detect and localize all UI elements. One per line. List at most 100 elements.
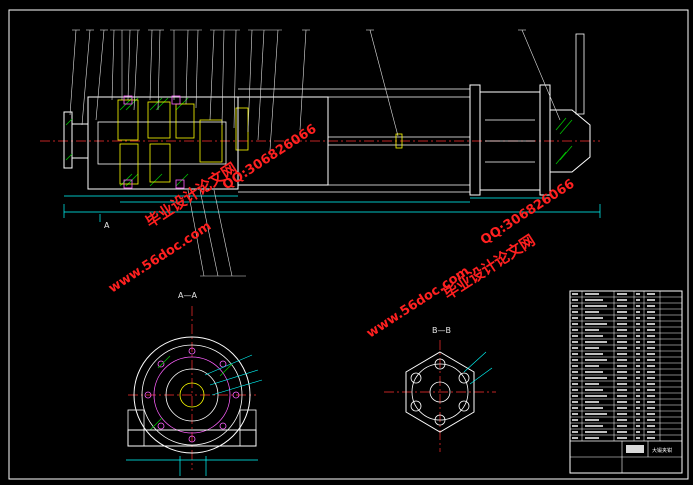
parts-list-text-mark (647, 341, 655, 343)
parts-list-text-mark (636, 419, 640, 421)
view-a-marker: A (104, 221, 110, 230)
parts-list-text-mark (636, 353, 640, 355)
parts-list-text-mark (572, 413, 578, 415)
parts-list-text-mark (636, 311, 640, 313)
parts-list-text-mark (647, 371, 655, 373)
parts-list-text-mark (647, 377, 655, 379)
parts-list-text-mark (636, 347, 640, 349)
parts-list-text-mark (636, 341, 640, 343)
parts-list-text-mark (617, 383, 627, 385)
parts-list-text-mark (617, 395, 627, 397)
parts-list-text-mark (617, 413, 627, 415)
parts-list-text-mark (636, 401, 640, 403)
parts-list-columns (581, 291, 661, 441)
parts-list-text-mark (572, 419, 578, 421)
parts-list-text-mark (636, 323, 640, 325)
parts-list-text-mark (647, 401, 655, 403)
parts-list-text-mark (647, 299, 655, 301)
lower-leaders (187, 189, 246, 277)
parts-list-text-mark (636, 335, 640, 337)
parts-list-text-mark (636, 359, 640, 361)
clamp-jaw-hatch (555, 117, 573, 165)
main-view: A (40, 29, 601, 277)
bolt-marks (123, 95, 185, 189)
parts-list-text-mark (636, 413, 640, 415)
parts-list-text-mark (636, 431, 640, 433)
parts-list-text-mark (647, 431, 655, 433)
dimension-lines (63, 195, 601, 218)
section-bb-label: B—B (432, 326, 451, 335)
parts-list-text-mark (647, 383, 655, 385)
parts-list-text-mark (585, 413, 607, 415)
parts-list-text-mark (617, 377, 627, 379)
parts-list-text-mark (585, 347, 599, 349)
parts-list-text-mark (617, 359, 627, 361)
parts-list-text-mark (647, 437, 655, 439)
aa-bolt-holes (144, 347, 240, 443)
parts-list-text-mark (647, 311, 655, 313)
parts-list-text-mark (617, 311, 627, 313)
parts-list-text-mark (572, 317, 578, 319)
parts-list-text-mark (572, 329, 578, 331)
parts-list-text-mark (617, 293, 627, 295)
bb-leaders (463, 351, 493, 385)
section-aa-view: A—A (126, 291, 263, 476)
watermark-url-1: www.56doc.com (106, 219, 214, 297)
parts-list-text-mark (636, 371, 640, 373)
parts-list-text-mark (585, 341, 607, 343)
parts-list-text-mark (647, 323, 655, 325)
parts-list-text-mark (572, 335, 578, 337)
title-block: 大锻夹钳 (569, 290, 683, 474)
parts-list-text-mark (572, 341, 578, 343)
parts-list-text-mark (572, 425, 578, 427)
parts-list-text-mark (636, 329, 640, 331)
parts-list-text-mark (585, 383, 599, 385)
watermark-url-2: www.56doc.com (364, 264, 472, 342)
parts-list-text-mark (585, 401, 599, 403)
right-flange-left (469, 84, 481, 196)
parts-list-text-mark (585, 431, 607, 433)
parts-list-text-mark (585, 353, 603, 355)
parts-list-text-mark (617, 317, 627, 319)
parts-list-text-mark (617, 335, 627, 337)
right-flange-right (539, 84, 551, 196)
section-aa-label: A—A (178, 291, 197, 300)
parts-list-text-mark (636, 365, 640, 367)
parts-list-text-mark (647, 395, 655, 397)
parts-list-text-mark (647, 329, 655, 331)
drawing-border (8, 9, 689, 480)
parts-list-text-mark (647, 413, 655, 415)
parts-list-text-mark (636, 437, 640, 439)
parts-list-text-mark (636, 317, 640, 319)
parts-list-text-mark (585, 359, 607, 361)
parts-list-text-mark (585, 389, 603, 391)
parts-list-text-mark (647, 425, 655, 427)
parts-list-text-mark (585, 329, 599, 331)
right-head-bolts (485, 119, 535, 163)
parts-list-text-mark (636, 389, 640, 391)
parts-list-text-mark (572, 353, 578, 355)
parts-list-text-mark (636, 425, 640, 427)
parts-list-text-mark (572, 431, 578, 433)
parts-list-text-mark (617, 347, 627, 349)
parts-list-text-mark (647, 353, 655, 355)
parts-list-text-mark (585, 311, 599, 313)
parts-list-text-mark (647, 365, 655, 367)
parts-list-text-mark (617, 323, 627, 325)
clamp-jaw (550, 109, 591, 173)
parts-list-text-mark (617, 425, 627, 427)
parts-list-text-mark (647, 359, 655, 361)
aa-hatch (149, 355, 233, 431)
parts-list-text-mark (617, 389, 627, 391)
parts-list-text-mark (647, 293, 655, 295)
parts-list-text-mark (585, 395, 607, 397)
watermark-qq-1: QQ:306826066 (220, 122, 319, 194)
parts-list-text-mark (572, 293, 578, 295)
parts-list-text-mark (572, 395, 578, 397)
parts-list-text-mark (617, 305, 627, 307)
part-leaders (69, 29, 561, 151)
parts-list-text-mark (617, 419, 627, 421)
parts-list-text-mark (572, 407, 578, 409)
aa-leaders (204, 354, 263, 396)
